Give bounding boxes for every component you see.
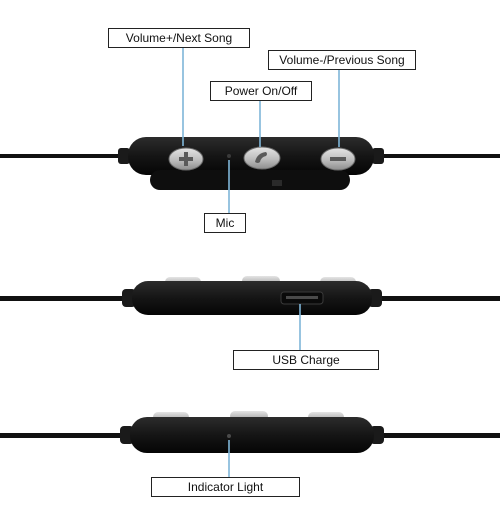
label-power: Power On/Off [210,81,312,101]
cable-right [380,154,500,158]
phone-icon [255,152,267,163]
plus-icon [179,152,193,166]
remote-front-view [0,46,500,213]
cable-right [378,433,500,438]
power-button [243,146,281,170]
cable-left [0,296,130,301]
usb-port-icon [280,291,324,305]
remote-body-bottom [150,170,350,190]
cable-left [0,433,128,438]
remote-body [132,281,372,315]
remote-back-view [0,411,500,478]
cable-right [375,296,500,301]
remote-side-view [0,276,500,351]
label-indicator: Indicator Light [151,477,300,497]
mic-hole [227,154,231,158]
strain-relief-left [118,148,130,164]
volume-minus-button [320,147,356,171]
label-mic: Mic [204,213,246,233]
label-usb: USB Charge [233,350,379,370]
cable-left [0,154,122,158]
slider-tab [272,180,282,186]
remote-body [130,417,374,453]
strain-relief-right [372,148,384,164]
label-volume-plus: Volume+/Next Song [108,28,250,48]
minus-icon [330,157,346,161]
label-volume-minus: Volume-/Previous Song [268,50,416,70]
volume-plus-button [168,147,204,171]
indicator-light-hole [227,434,231,438]
